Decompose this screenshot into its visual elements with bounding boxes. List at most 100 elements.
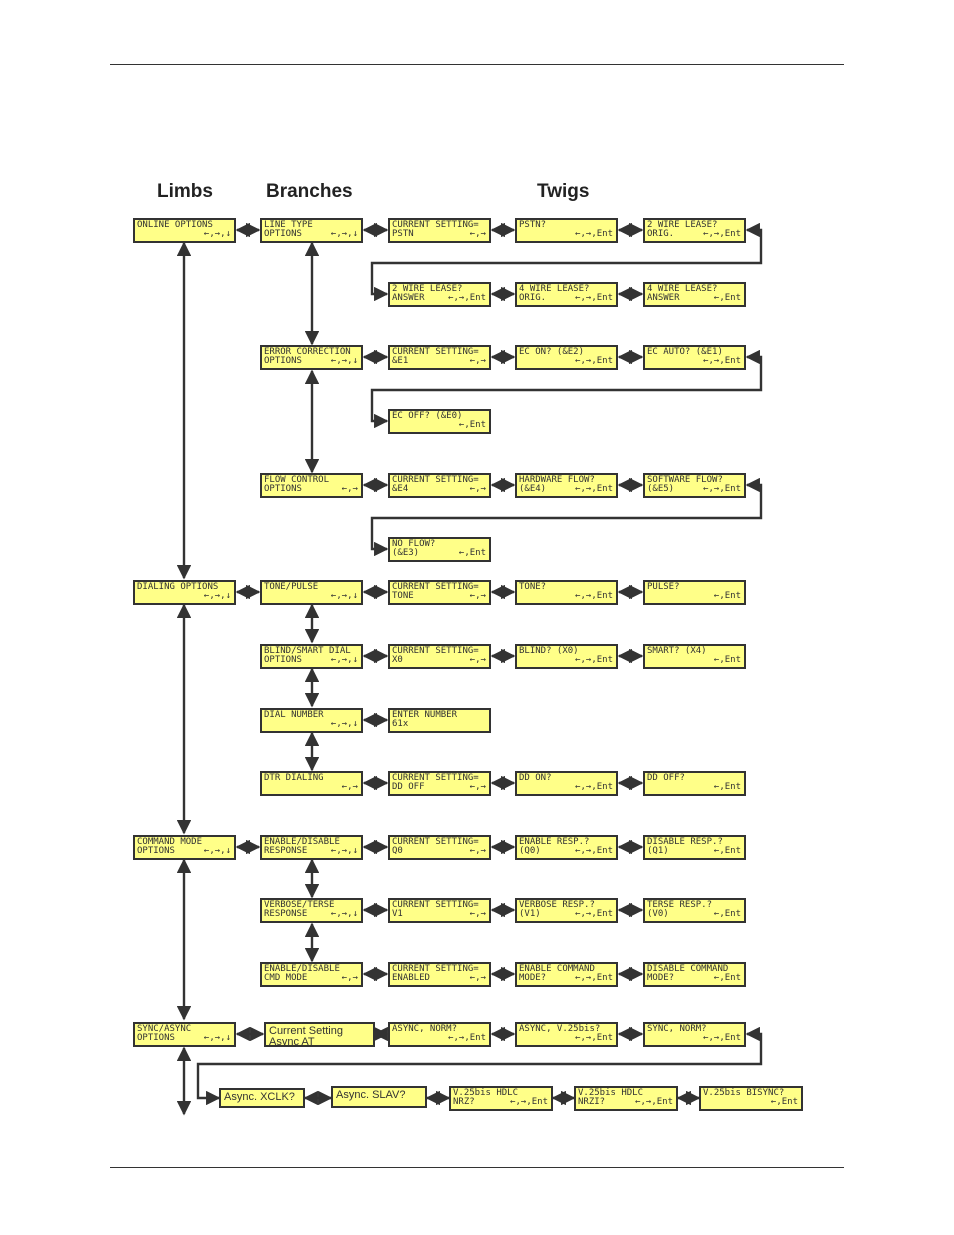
sync-current-setting-line2-row: Async AT — [269, 1037, 370, 1046]
verbose-current-setting-line2-row: V1←,→ — [392, 910, 487, 919]
tone-current-setting-box: CURRENT SETTING=TONE←,→ — [388, 580, 491, 605]
line-type-options-line1: LINE TYPE — [264, 220, 313, 230]
v25bis-hdlc-nrzi-keys: ←,→,Ent — [635, 1097, 673, 1107]
v25bis-bisync-line1: V.25bis BISYNC? — [703, 1088, 785, 1098]
enable-resp-keys: ←,→,Ent — [575, 846, 613, 856]
blind-smart-dial-options-line2: OPTIONS — [264, 655, 302, 665]
disable-command-mode-line2: MODE? — [647, 973, 675, 983]
ec-auto-box: EC AUTO? (&E1)←,→,Ent — [643, 345, 746, 370]
disable-resp-box: DISABLE RESP.?(Q1)←,Ent — [643, 835, 746, 860]
blind-keys: ←,→,Ent — [575, 655, 613, 665]
line-type-options-line2-row: OPTIONS←,→,↓ — [264, 230, 359, 239]
header-limbs: Limbs — [157, 181, 213, 202]
disable-command-mode-line2-row: MODE?←,Ent — [647, 974, 742, 983]
smart-box: SMART? (X4)←,Ent — [643, 644, 746, 669]
dtr-current-setting-box: CURRENT SETTING=DD OFF←,→ — [388, 771, 491, 796]
flow-current-setting-line2: &E4 — [392, 484, 409, 494]
disable-resp-line2-row: (Q1)←,Ent — [647, 847, 742, 856]
flow-control-options-line2-row: OPTIONS←,→ — [264, 485, 359, 494]
enable-command-mode-line1: ENABLE COMMAND — [519, 964, 595, 974]
flow-current-setting-keys: ←,→ — [469, 484, 486, 494]
async-norm-box: ASYNC, NORM?←,→,Ent — [388, 1022, 491, 1047]
tone-pulse-line1: TONE/PULSE — [264, 582, 319, 592]
dtr-current-setting-line2-row: DD OFF←,→ — [392, 783, 487, 792]
dial-number-line1: DIAL NUMBER — [264, 710, 324, 720]
dd-off-line1: DD OFF? — [647, 773, 685, 783]
enable-disable-response-keys: ←,→,↓ — [330, 846, 358, 856]
command-mode-options-line2: OPTIONS — [137, 846, 175, 856]
command-mode-options-line2-row: OPTIONS←,→,↓ — [137, 847, 232, 856]
2wire-orig-line1: 2 WIRE LEASE? — [647, 220, 718, 230]
ec-current-setting-line1: CURRENT SETTING= — [392, 347, 479, 357]
v25bis-hdlc-nrz-line2: NRZ? — [453, 1097, 475, 1107]
2wire-orig-line2-row: ORIG.←,→,Ent — [647, 230, 742, 239]
async-slav-line1: Async. SLAV? — [336, 1089, 406, 1101]
disable-resp-line1: DISABLE RESP.? — [647, 837, 723, 847]
sync-norm-keys: ←,→,Ent — [703, 1033, 741, 1043]
v25bis-hdlc-nrz-line2-row: NRZ?←,→,Ent — [453, 1098, 549, 1107]
tone-line1: TONE? — [519, 582, 547, 592]
disable-resp-keys: ←,Ent — [713, 846, 741, 856]
bottom-rule — [110, 1167, 844, 1168]
terse-resp-line2-row: (V0)←,Ent — [647, 910, 742, 919]
sync-async-options-line2: OPTIONS — [137, 1033, 175, 1043]
enable-resp-line2: (Q0) — [519, 846, 541, 856]
pstn-box: PSTN?←,→,Ent — [515, 218, 618, 243]
dial-number-keys: ←,→,↓ — [330, 719, 358, 729]
dd-on-keys: ←,→,Ent — [575, 782, 613, 792]
line-type-options-line2: OPTIONS — [264, 229, 302, 239]
4wire-answer-line1: 4 WIRE LEASE? — [647, 284, 718, 294]
enable-disable-cmd-mode-line1: ENABLE/DISABLE — [264, 964, 340, 974]
header-twigs: Twigs — [537, 181, 590, 202]
enable-command-mode-keys: ←,→,Ent — [575, 973, 613, 983]
line-current-setting-line1: CURRENT SETTING= — [392, 220, 479, 230]
pulse-keys: ←,Ent — [713, 591, 741, 601]
verbose-resp-line1: VERBOSE RESP.? — [519, 900, 595, 910]
resp-current-setting-line1: CURRENT SETTING= — [392, 837, 479, 847]
dd-off-box: DD OFF?←,Ent — [643, 771, 746, 796]
2wire-answer-line1: 2 WIRE LEASE? — [392, 284, 463, 294]
sync-current-setting-line1: Current Setting — [269, 1025, 343, 1037]
async-v25bis-line1: ASYNC, V.25bis? — [519, 1024, 601, 1034]
verbose-resp-line2-row: (V1)←,→,Ent — [519, 910, 614, 919]
4wire-answer-line2-row: ANSWER←,Ent — [647, 294, 742, 303]
tone-pulse-keys: ←,→,↓ — [330, 591, 358, 601]
cmd-current-setting-box: CURRENT SETTING=ENABLED←,→ — [388, 962, 491, 987]
error-correction-options-line2-row: OPTIONS←,→,↓ — [264, 357, 359, 366]
flow-control-options-line1: FLOW CONTROL — [264, 475, 330, 485]
pstn-line1: PSTN? — [519, 220, 547, 230]
4wire-orig-keys: ←,→,Ent — [575, 293, 613, 303]
flow-control-options-line2: OPTIONS — [264, 484, 302, 494]
flow-current-setting-line2-row: &E4 ←,→ — [392, 485, 487, 494]
sync-async-options-line1: SYNC/ASYNC — [137, 1024, 192, 1034]
blind-box: BLIND? (X0)←,→,Ent — [515, 644, 618, 669]
dtr-current-setting-line1: CURRENT SETTING= — [392, 773, 479, 783]
ec-on-box: EC ON? (&E2)←,→,Ent — [515, 345, 618, 370]
async-v25bis-keys: ←,→,Ent — [575, 1033, 613, 1043]
ec-on-keys: ←,→,Ent — [575, 356, 613, 366]
4wire-orig-box: 4 WIRE LEASE?ORIG.←,→,Ent — [515, 282, 618, 307]
ec-off-box: EC OFF? (&E0)←,Ent — [388, 409, 491, 434]
dtr-current-setting-keys: ←,→ — [469, 782, 486, 792]
software-flow-line2-row: (&E5)←,→,Ent — [647, 485, 742, 494]
ec-auto-line1: EC AUTO? (&E1) — [647, 347, 723, 357]
v25bis-hdlc-nrzi-line2: NRZI? — [578, 1097, 606, 1107]
hardware-flow-line2-row: (&E4)←,→,Ent — [519, 485, 614, 494]
async-slav-box: Async. SLAV? — [331, 1086, 427, 1108]
verbose-terse-response-keys: ←,→,↓ — [330, 909, 358, 919]
disable-command-mode-line1: DISABLE COMMAND — [647, 964, 729, 974]
2wire-answer-line2: ANSWER — [392, 293, 425, 303]
verbose-current-setting-line1: CURRENT SETTING= — [392, 900, 479, 910]
line-current-setting-box: CURRENT SETTING=PSTN←,→ — [388, 218, 491, 243]
software-flow-line1: SOFTWARE FLOW? — [647, 475, 723, 485]
ec-off-keys: ←,Ent — [458, 420, 486, 430]
enter-number-line2-row: 61x — [392, 720, 487, 729]
flow-current-setting-box: CURRENT SETTING=&E4←,→ — [388, 473, 491, 498]
sync-norm-line1: SYNC, NORM? — [647, 1024, 707, 1034]
